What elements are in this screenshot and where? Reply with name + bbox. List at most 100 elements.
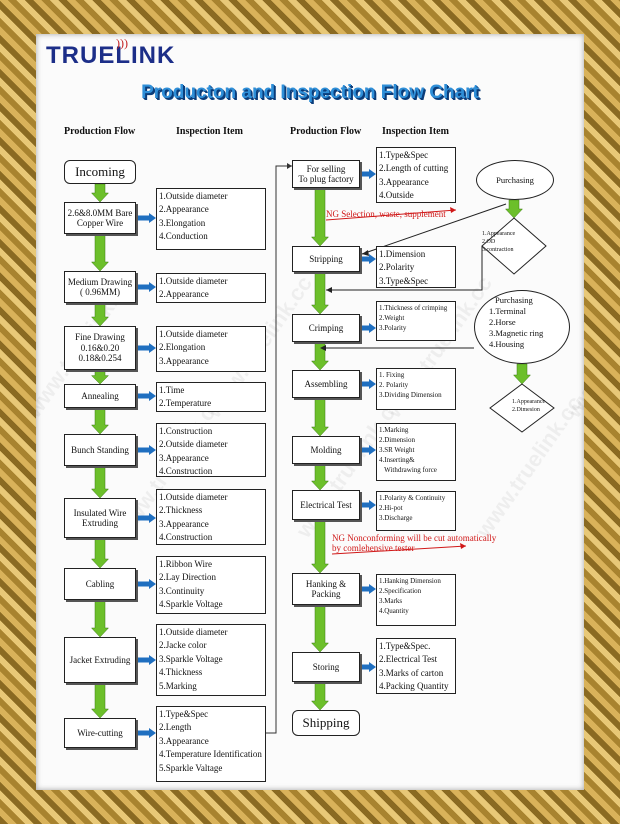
node-label-line: Jacket Extruding [69,654,131,665]
inspection-item: 2.Elongation [159,342,206,353]
inspection-item: 4.Sparkle Voltage [159,599,223,610]
node-label-line: Wire-cutting [77,727,123,738]
green-arrow-right-3 [310,397,330,437]
inspection-item: 4.Conduction [159,231,208,242]
green-arrow-right-6 [310,604,330,653]
inspection-item: 3.Sparkle Voltage [159,653,223,664]
inspection-item: 3.Type&Spec [379,275,429,286]
node-label-line: Molding [310,444,342,455]
ng-arrow-line-1 [325,209,457,221]
header-inspection-item-right: Inspection Item [382,126,449,137]
purchasing-2-diamond [489,383,555,433]
node-label-line: Extruding [82,518,118,528]
green-arrow-left-1 [90,233,110,272]
inspection-item: 1.Thickness of crimping [379,304,448,312]
inspection-item: 2.Electrical Test [379,654,438,665]
signal-icon: ))) [116,36,128,50]
node-label-line: Assembling [304,378,348,389]
node-label-line: ( 0.96MM) [80,287,120,297]
purchasing-2-check-item: 2.Dimesion [512,407,540,413]
inspection-item: 2.Length of cutting [379,163,449,174]
left-step-4: Annealing [64,384,136,408]
purchasing-2-item: 4.Housing [489,339,525,349]
green-arrow-left-4 [90,407,110,435]
node-label-line: Shipping [302,714,350,730]
purchasing-1-to-crimping-head [326,287,332,293]
left-step-8: Jacket Extruding [64,637,136,683]
inspection-item: 3.Marks of carton [379,667,444,678]
inspection-item: 2.Outside diameter [159,439,228,450]
node-label-line: Crimping [308,322,344,333]
right-step-4: Molding [292,436,360,464]
green-arrow-purchasing-1 [504,199,524,219]
blue-arrow-left-8 [136,655,156,665]
node-label-line: Copper Wire [76,218,124,228]
left-inspection-3: 1.Outside diameter 2.Elongation 3.Appearan… [156,326,266,372]
inspection-item: 4.Construction [159,466,213,477]
inspection-item: 2.Lay Direction [159,572,216,583]
inspection-item: 1.Ribbon Wire [159,559,212,569]
blue-arrow-left-9 [136,728,156,738]
header-production-flow-left: Production Flow [64,126,136,137]
left-step-0: Incoming [64,160,136,184]
green-arrow-left-0 [90,183,110,203]
right-step-6: Hanking &Packing [292,573,360,605]
blue-arrow-right-4 [360,445,376,455]
purchasing-1-check-item: 3.contraction [482,247,514,253]
inspection-item: 1.Outside diameter [159,627,228,637]
inspection-item: 1.Type&Spec. [379,641,431,651]
inspection-item: 2.Jacke color [159,640,207,651]
ng-arrow-line-2 [331,545,467,555]
green-arrow-left-5 [90,465,110,499]
blue-arrow-left-3 [136,343,156,353]
right-inspection-7: 1.Type&Spec. 2.Electrical Test 3.Marks of … [376,638,456,694]
inspection-item: 1.Hanking Dimension [379,577,441,585]
purchasing-1-check-item: 1.Appearance [482,231,516,237]
inspection-item: 4.Quantity [379,607,409,615]
purchasing-2-link-head [320,345,326,351]
right-step-3: Assembling [292,370,360,398]
connector-head [287,163,292,169]
blue-arrow-right-0 [360,169,376,179]
inspection-item: 3.Polarity [379,324,407,332]
left-inspection-8: 1.Outside diameter 2.Jacke color 3.Sparkle… [156,624,266,696]
inspection-item: 1.Outside diameter [159,492,228,502]
logo: TRUELINK [46,42,176,69]
node-label-line: Incoming [75,163,125,179]
inspection-item: 4.Inserting& [379,456,415,464]
node-label-line: Bunch Standing [71,444,129,455]
node-label-line: Insulated Wire [73,507,127,518]
blue-arrow-right-2 [360,323,376,333]
purchasing-1-to-crimping [326,246,483,291]
inspection-item: 2.Hi-pot [379,504,403,512]
right-step-7: Storing [292,652,360,682]
node-label-line: For selling [306,163,346,174]
inspection-item: 3.Appearance [159,355,209,366]
inspection-item: 2.Dimension [379,436,415,444]
blue-arrow-right-1 [360,254,376,264]
header-production-flow-right: Production Flow [290,126,362,137]
purchasing-2-label: Purchasing [495,295,533,305]
purchasing-1-check-item: 2.OD [482,239,496,245]
green-arrow-right-7 [310,681,330,711]
blue-arrow-left-7 [136,579,156,589]
inspection-item: 5.Sparkle Valtage [159,762,223,773]
green-arrow-right-5 [310,519,330,574]
right-step-1: Stripping [292,246,360,272]
node-label-line: Cabling [85,578,115,589]
node-label-line: 0.18&0.254 [78,353,122,364]
inspection-item: 3.Dividing Dimension [379,391,442,399]
left-step-2: Medium Drawing( 0.96MM) [64,271,136,303]
ng-note-first: NG Selection, waste, supplement [326,209,446,219]
inspection-item: 3.Appearance [159,518,209,529]
right-step-8: Shipping [292,710,360,736]
inspection-item: 1.Outside diameter [159,329,228,339]
